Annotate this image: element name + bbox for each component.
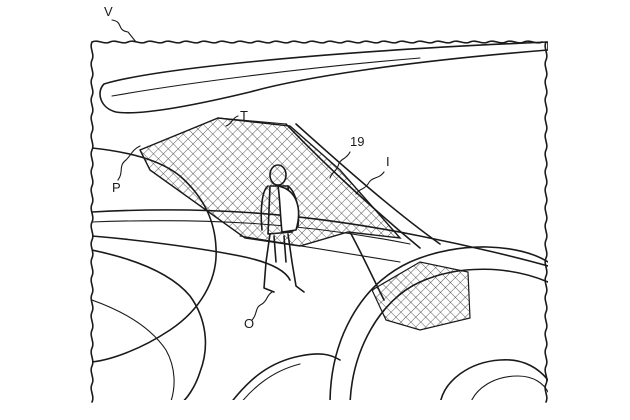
pillar-edge-outer [285, 123, 421, 249]
door-curve [92, 249, 207, 400]
door-trim [229, 353, 341, 400]
pillar-image-region [139, 117, 402, 247]
roof-visor [99, 41, 548, 114]
label-pillar: 19 [350, 134, 364, 149]
pillar-edge-inner [295, 123, 441, 245]
hood-line [92, 147, 217, 363]
roof-visor-inner [111, 57, 421, 97]
leader-pedestrian [251, 291, 273, 321]
dash-line-lower [92, 220, 411, 245]
steering-wheel-outer [329, 246, 548, 400]
lower-pillar-hatch [371, 261, 471, 331]
label-image: I [386, 154, 390, 169]
dash-line-upper [92, 209, 548, 267]
leader-projection [117, 145, 141, 181]
label-projection: P [112, 180, 121, 195]
leader-vehicle [111, 19, 137, 43]
sight-line [239, 235, 401, 263]
steering-wheel-inner [349, 268, 548, 400]
pedestrian-figure [260, 164, 305, 293]
label-top: T [240, 108, 248, 123]
door-trim-2 [239, 363, 301, 400]
door-curve-2 [92, 299, 175, 400]
label-pedestrian: O [244, 316, 254, 331]
label-vehicle: V [104, 4, 113, 19]
pillar-top [217, 117, 287, 125]
road-edge [92, 235, 291, 281]
leader-pillar [329, 151, 351, 179]
leader-image [355, 171, 385, 195]
leader-top [225, 115, 239, 127]
steering-wheel-hub [439, 359, 548, 400]
steering-spoke [469, 375, 548, 400]
